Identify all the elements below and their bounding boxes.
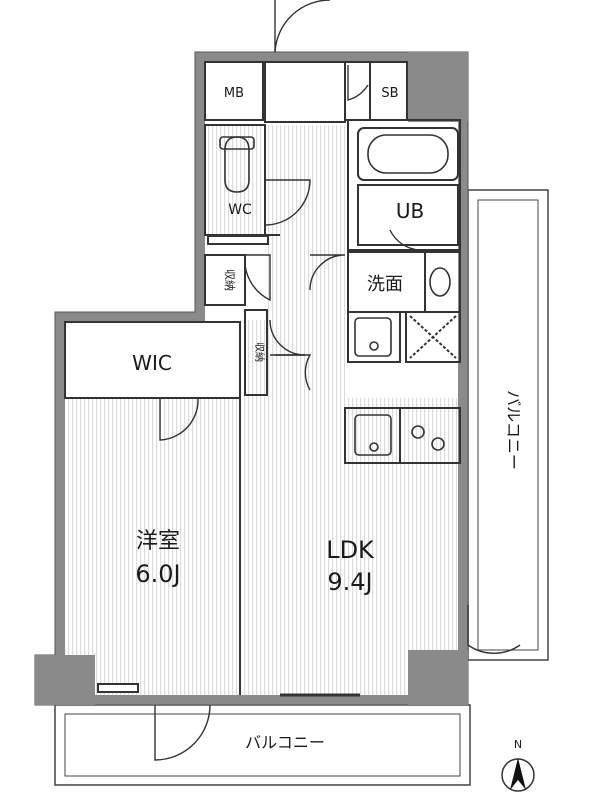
balcony-south-label: バルコニー (245, 733, 325, 752)
washroom-label: 洗面 (367, 274, 403, 295)
ub-label: UB (396, 199, 424, 223)
mb-label: MB (224, 86, 244, 101)
western-room-size: 6.0J (135, 560, 180, 588)
fixtures (219, 134, 451, 456)
interior-walls (64, 61, 461, 697)
balcony-east-label: バルコニー (504, 390, 523, 470)
corner-columns (35, 52, 468, 705)
wc-label: WC (228, 202, 252, 218)
toilet (224, 136, 250, 193)
balcony-south (54, 704, 471, 786)
door-swings (154, 0, 521, 761)
washer-pan (354, 317, 392, 357)
western-room-label: 洋室 (136, 529, 180, 554)
kitchen-sink (354, 414, 392, 456)
balcony-east (467, 189, 549, 661)
bathtub (367, 134, 449, 174)
wic-label: WIC (132, 351, 172, 375)
ldk-size: 9.4J (327, 568, 372, 596)
storage-label-1: 収納 (223, 269, 236, 291)
sb-label: SB (381, 86, 398, 101)
ldk-label: LDK (326, 536, 375, 564)
storage-label-2: 収納 (253, 342, 266, 362)
north-arrow: N (501, 738, 535, 792)
wash-basin (429, 267, 451, 297)
stove-burner (411, 425, 425, 439)
north-label: N (514, 738, 522, 751)
